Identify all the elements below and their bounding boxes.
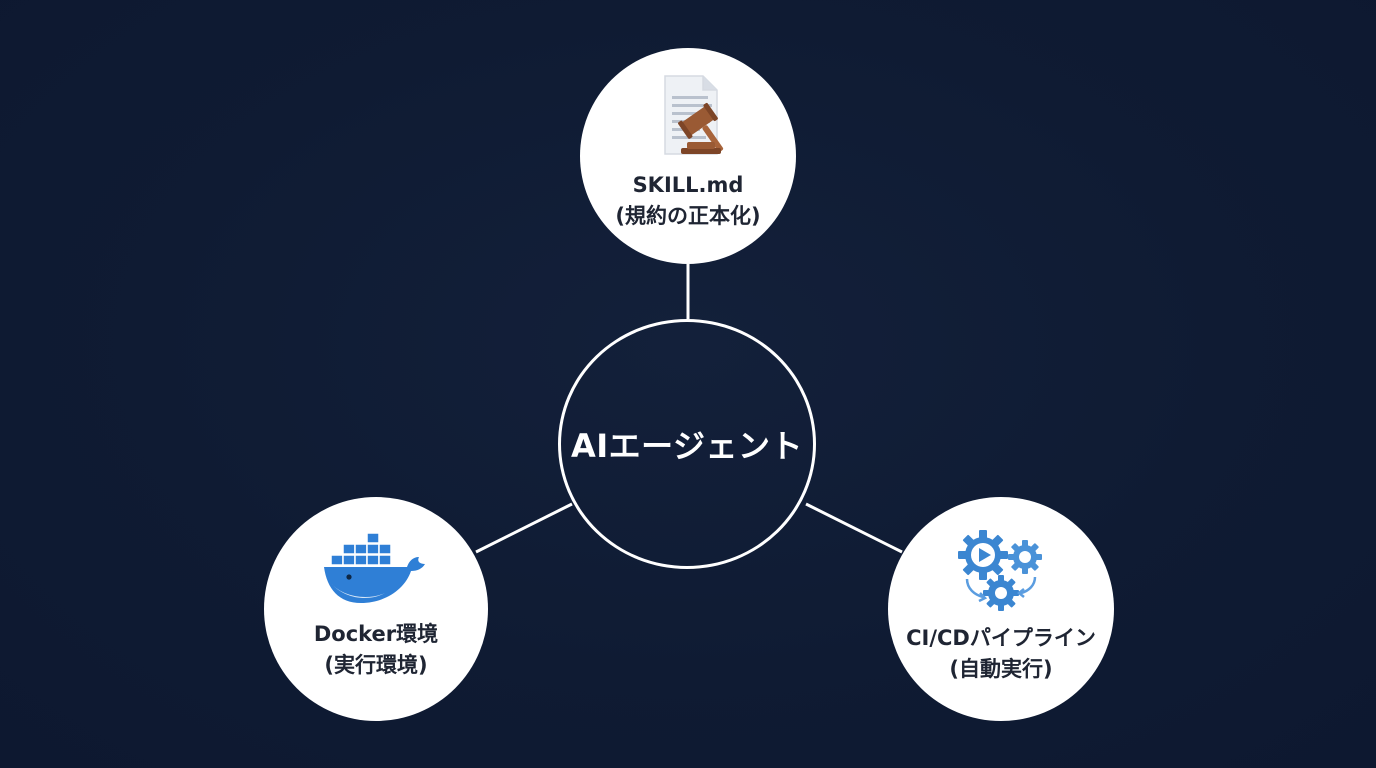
center-label: AIエージェント bbox=[570, 427, 804, 465]
node-label-line2: (実行環境) bbox=[324, 653, 428, 677]
node-label-line1: SKILL.md bbox=[632, 173, 744, 197]
node-label-line2: (規約の正本化) bbox=[615, 204, 761, 228]
node-cicd-pipeline: CI/CDパイプライン (自動実行) bbox=[888, 497, 1114, 721]
gears-pipeline-icon bbox=[958, 530, 1042, 611]
connector-right bbox=[805, 502, 903, 554]
node-label-line2: (自動実行) bbox=[949, 657, 1053, 681]
docker-whale-icon bbox=[324, 532, 425, 603]
node-label-line1: CI/CDパイプライン bbox=[906, 626, 1096, 650]
center-node-ai-agent: AIエージェント bbox=[558, 319, 816, 569]
node-skill-md: SKILL.md (規約の正本化) bbox=[580, 48, 796, 264]
document-gavel-icon bbox=[664, 75, 724, 155]
node-label-line1: Docker環境 bbox=[313, 622, 439, 646]
node-docker: Docker環境 (実行環境) bbox=[264, 497, 488, 721]
connector-left bbox=[475, 502, 573, 554]
